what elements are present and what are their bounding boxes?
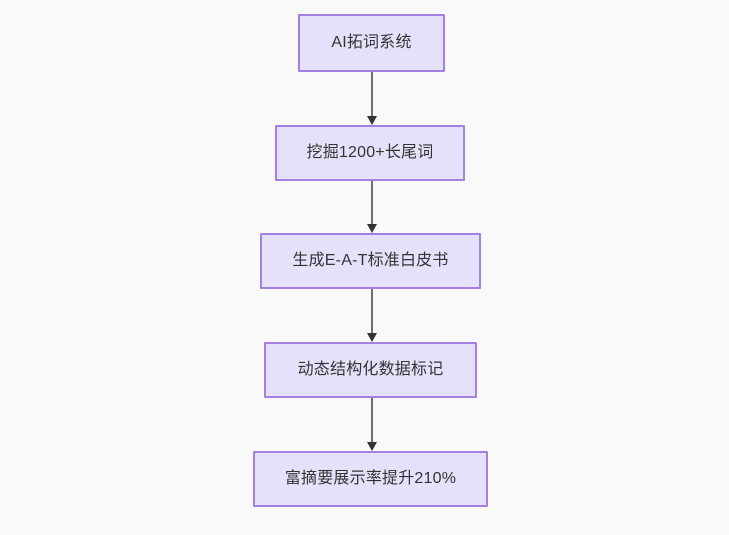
edge-n4-n5 — [367, 398, 377, 451]
edge-n2-n3 — [367, 181, 377, 233]
flow-node-n5[interactable]: 富摘要展示率提升210% — [253, 451, 488, 507]
edge-n3-n4 — [367, 289, 377, 342]
flow-node-n4[interactable]: 动态结构化数据标记 — [264, 342, 477, 398]
arrowhead-icon — [367, 442, 377, 451]
flow-node-label: AI拓词系统 — [331, 34, 412, 52]
edge-line — [371, 398, 373, 443]
arrowhead-icon — [367, 224, 377, 233]
arrowhead-icon — [367, 333, 377, 342]
arrowhead-icon — [367, 116, 377, 125]
flow-node-n3[interactable]: 生成E-A-T标准白皮书 — [260, 233, 481, 289]
flow-node-label: 生成E-A-T标准白皮书 — [292, 252, 449, 270]
edge-n1-n2 — [367, 72, 377, 125]
flow-node-n1[interactable]: AI拓词系统 — [298, 14, 445, 72]
flow-node-label: 富摘要展示率提升210% — [284, 470, 457, 488]
edge-line — [371, 181, 373, 225]
flow-node-n2[interactable]: 挖掘1200+长尾词 — [275, 125, 465, 181]
flow-node-label: 挖掘1200+长尾词 — [306, 144, 434, 162]
edge-line — [371, 72, 373, 117]
edge-line — [371, 289, 373, 334]
flow-node-label: 动态结构化数据标记 — [297, 361, 444, 379]
